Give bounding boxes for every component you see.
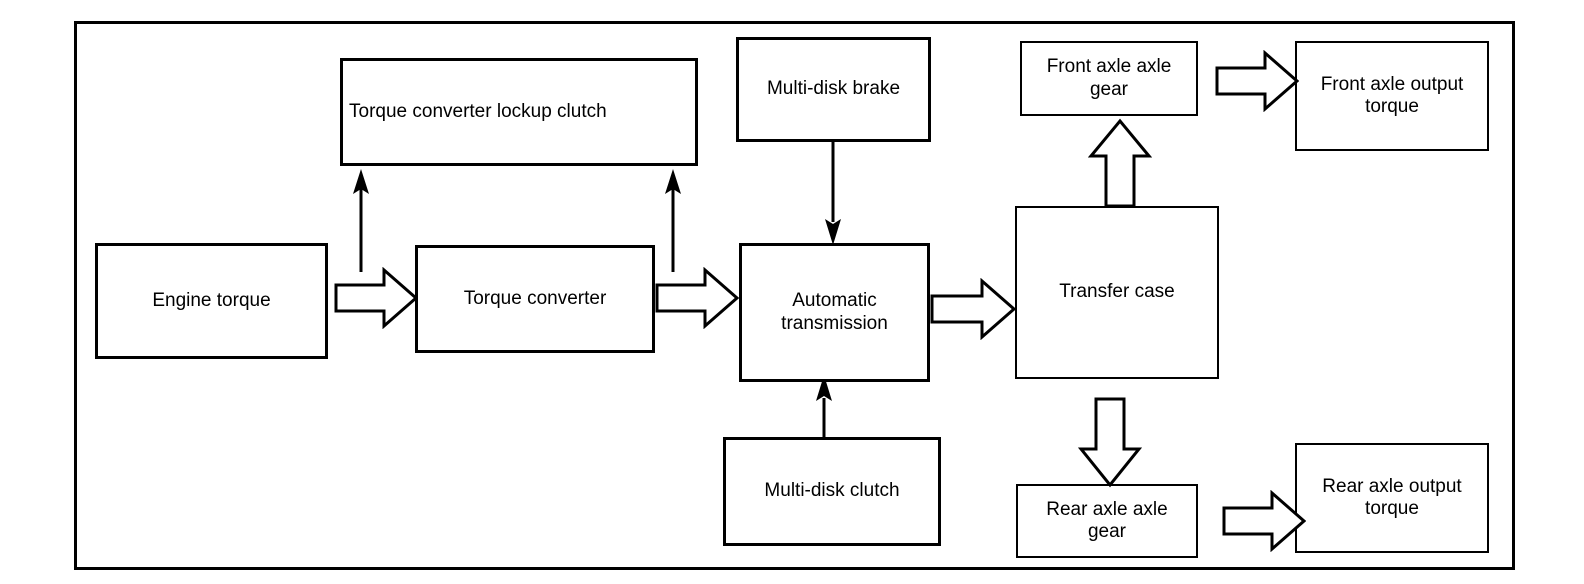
node-label: Rear axle output torque bbox=[1322, 475, 1462, 519]
node-label: Torque converter bbox=[463, 287, 607, 309]
node-label: Front axle output torque bbox=[1320, 73, 1464, 117]
node-label: Automatic transmission bbox=[781, 290, 888, 334]
node-label: Rear axle axle gear bbox=[1046, 498, 1168, 542]
block-arrow-transfer-case-to-rear-gear bbox=[1078, 397, 1142, 488]
block-arrow-rear-gear-to-rear-output bbox=[1222, 490, 1306, 552]
node-rear-axle-axle-gear[interactable]: Rear axle axle gear bbox=[1016, 484, 1198, 558]
node-multi-disk-brake[interactable]: Multi-disk brake bbox=[736, 37, 931, 142]
node-front-axle-output-torque[interactable]: Front axle output torque bbox=[1295, 41, 1489, 151]
node-label: Multi-disk brake bbox=[766, 78, 901, 100]
diagram-outer-frame bbox=[74, 21, 1515, 570]
node-torque-converter-lockup-clutch[interactable]: Torque converter lockup clutch bbox=[340, 58, 698, 166]
block-arrow-transfer-case-to-front-gear bbox=[1088, 118, 1152, 208]
node-label: Multi-disk clutch bbox=[764, 480, 900, 502]
node-front-axle-axle-gear[interactable]: Front axle axle gear bbox=[1020, 41, 1198, 116]
node-transfer-case[interactable]: Transfer case bbox=[1015, 206, 1219, 379]
node-label: Transfer case bbox=[1059, 281, 1175, 303]
block-arrow-front-gear-to-front-output bbox=[1215, 50, 1299, 112]
node-engine-torque[interactable]: Engine torque bbox=[95, 243, 328, 359]
node-torque-converter[interactable]: Torque converter bbox=[415, 245, 655, 353]
node-rear-axle-output-torque[interactable]: Rear axle output torque bbox=[1295, 443, 1489, 553]
node-automatic-transmission[interactable]: Automatic transmission bbox=[739, 243, 930, 382]
node-multi-disk-clutch[interactable]: Multi-disk clutch bbox=[723, 437, 941, 546]
node-label: Torque converter lockup clutch bbox=[349, 100, 607, 122]
block-arrow-transmission-to-transfer-case bbox=[930, 278, 1016, 340]
node-label: Front axle axle gear bbox=[1046, 56, 1172, 100]
block-arrow-engine-to-converter bbox=[334, 267, 418, 329]
block-arrow-converter-to-transmission bbox=[655, 267, 739, 329]
node-label: Engine torque bbox=[152, 289, 271, 311]
